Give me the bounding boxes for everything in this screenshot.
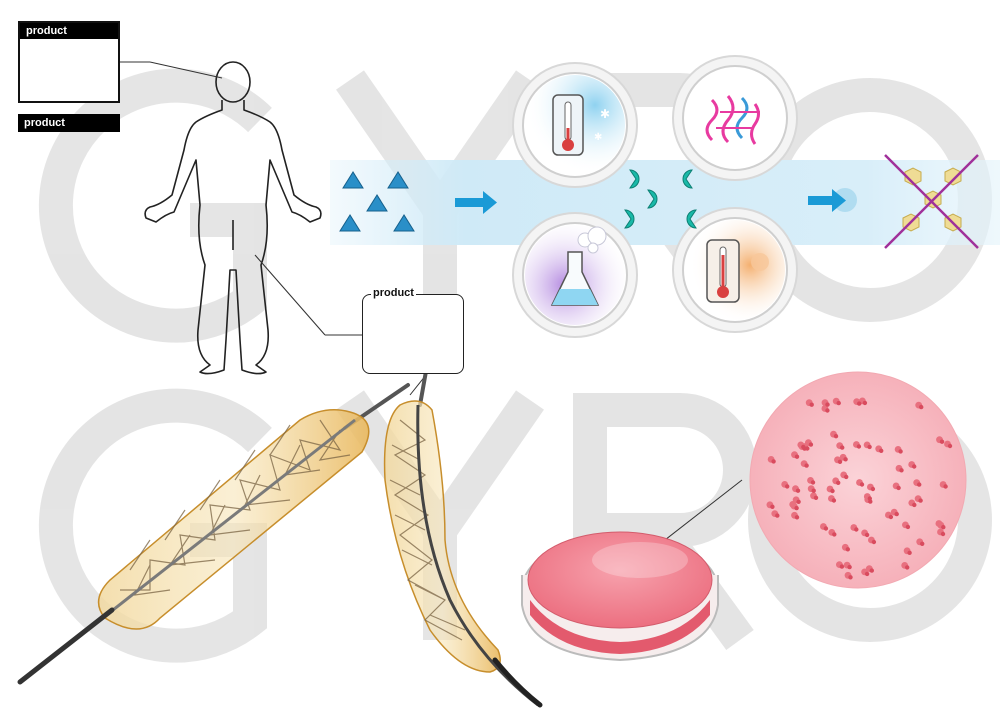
cell-nucleus xyxy=(898,449,903,454)
blocked-molecules xyxy=(884,154,979,249)
cell-nucleus xyxy=(804,463,809,468)
cell-nucleus xyxy=(825,408,830,413)
cell-nucleus xyxy=(854,527,859,532)
cell-nucleus xyxy=(907,550,912,555)
cross-icon xyxy=(884,154,979,249)
cell-nucleus xyxy=(832,532,837,537)
cell-nucleus xyxy=(856,444,862,449)
right-arrow-icon-2 xyxy=(808,188,857,212)
cell-nucleus xyxy=(940,531,946,537)
cell-nucleus xyxy=(844,474,849,480)
svg-text:✱: ✱ xyxy=(600,107,610,121)
cell-nucleus xyxy=(888,514,894,520)
cell-nucleus xyxy=(836,400,841,406)
cell-nucleus xyxy=(796,499,801,504)
cell-nucleus xyxy=(811,488,816,493)
cell-nucleus xyxy=(862,400,868,406)
thermometer-hot-icon xyxy=(706,239,769,303)
cell-nucleus xyxy=(813,495,819,500)
cell-nucleus xyxy=(941,525,946,530)
stent-right xyxy=(383,358,543,708)
cell-nucleus xyxy=(896,485,901,491)
cell-nucleus xyxy=(825,402,830,407)
cell-nucleus xyxy=(808,442,814,447)
cell-nucleus xyxy=(918,498,923,503)
cell-nucleus xyxy=(837,459,843,464)
cell-nucleus xyxy=(912,502,917,508)
cell-nucleus xyxy=(847,564,852,570)
cell-nucleus xyxy=(905,524,911,530)
leg-label-title: product xyxy=(371,287,416,299)
condition-circle-dna xyxy=(672,55,798,181)
cell-nucleus xyxy=(843,457,848,462)
cell-nucleus xyxy=(899,468,904,473)
cell-nucleus xyxy=(871,539,877,545)
cell-nucleus xyxy=(939,439,945,444)
cell-nucleus xyxy=(775,513,780,518)
stent-left xyxy=(17,383,410,685)
svg-text:✱: ✱ xyxy=(594,132,602,143)
cell-nucleus xyxy=(848,575,853,580)
cell-nucleus xyxy=(831,498,837,503)
cell-nucleus xyxy=(919,404,924,410)
right-arrow-icon xyxy=(455,191,497,214)
cell-nucleus xyxy=(823,526,829,531)
flask-icon xyxy=(550,226,607,306)
leg-label-box: product xyxy=(362,287,464,374)
cell-nucleus xyxy=(830,488,835,494)
cell-nucleus xyxy=(857,401,862,406)
head-label-title: product xyxy=(20,23,118,39)
cell-nucleus xyxy=(770,504,775,509)
cell-nucleus xyxy=(810,480,816,485)
cell-nucleus xyxy=(794,505,799,511)
cell-nucleus xyxy=(869,568,874,573)
cell-nucleus xyxy=(870,486,876,492)
condition-circle-flask xyxy=(512,212,638,338)
cell-nucleus xyxy=(867,496,872,501)
triangle-molecules xyxy=(339,171,415,232)
enzyme-pacman-icons xyxy=(624,169,697,229)
cell-nucleus xyxy=(867,444,872,450)
cell-nucleus xyxy=(845,547,850,552)
cell-nucleus xyxy=(943,484,948,489)
cell-nucleus xyxy=(833,434,839,439)
cell-nucleus xyxy=(905,565,910,570)
cell-nucleus xyxy=(809,402,814,407)
secondary-label-bar: product xyxy=(18,114,120,132)
cell-nucleus xyxy=(912,464,917,469)
cell-nucleus xyxy=(859,482,865,487)
cell-nucleus xyxy=(840,445,845,450)
cell-nucleus xyxy=(947,443,953,449)
condition-circle-cold: ✱ ✱ xyxy=(512,62,638,188)
cell-nucleus xyxy=(864,532,870,538)
cell-nucleus xyxy=(839,564,845,569)
cell-nucleus xyxy=(771,459,776,464)
head-label-box: product xyxy=(18,21,120,103)
thermometer-cold-icon: ✱ ✱ xyxy=(552,94,610,156)
cell-nucleus xyxy=(794,515,800,520)
cell-nucleus xyxy=(920,541,925,546)
human-body-outline xyxy=(144,61,322,375)
flow-band xyxy=(330,160,1000,245)
cell-nucleus xyxy=(785,484,790,489)
condition-circle-hot xyxy=(672,207,798,333)
cell-nucleus xyxy=(794,454,800,459)
dna-icon xyxy=(705,95,760,145)
cell-dots xyxy=(766,397,953,580)
cell-nucleus xyxy=(836,480,841,485)
cell-nucleus xyxy=(864,571,870,577)
cell-nucleus xyxy=(801,444,806,450)
petri-dish xyxy=(521,531,719,662)
cell-nucleus xyxy=(879,448,884,453)
cell-zoom-circle xyxy=(749,371,967,589)
cell-nucleus xyxy=(894,511,899,517)
cell-nucleus xyxy=(795,488,801,493)
cell-nucleus xyxy=(917,482,922,487)
